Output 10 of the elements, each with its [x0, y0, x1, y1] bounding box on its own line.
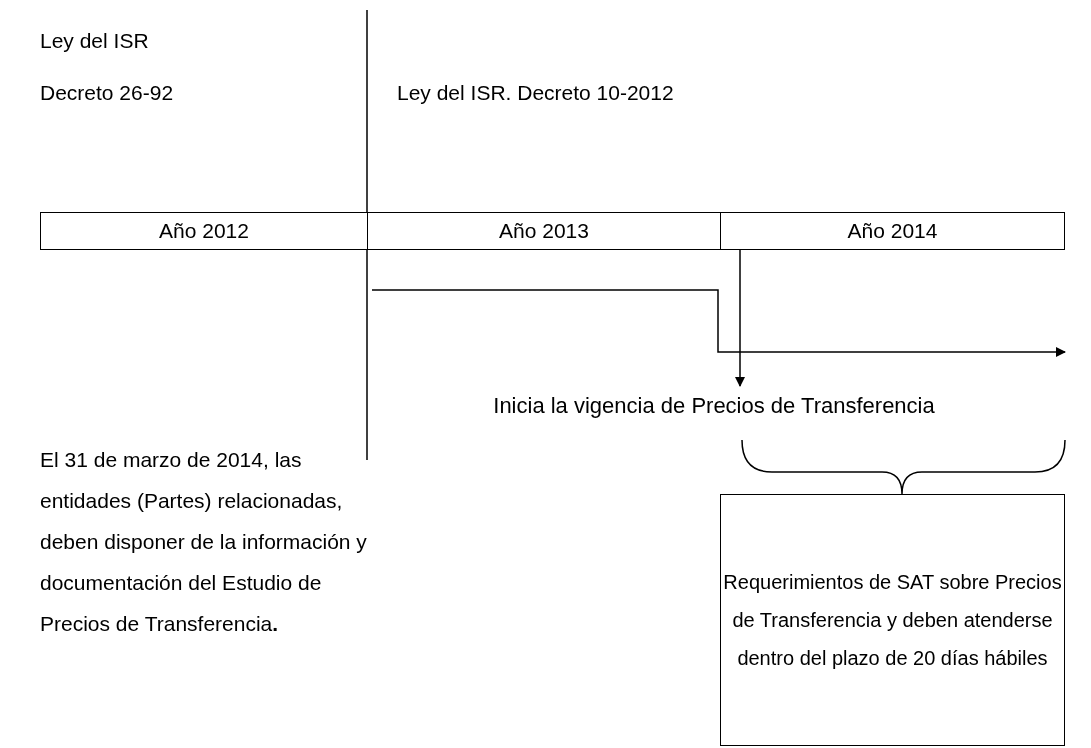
law-label: Ley del ISR [40, 28, 149, 54]
timeline-segment: Año 2013 [367, 212, 721, 250]
note-box: Requerimientos de SAT sobre Precios de Transferencia y deben atenderse dentro del plazo de 20 días hábiles [720, 494, 1065, 746]
event-label: Inicia la vigencia de Precios de Transferencia [378, 388, 1050, 424]
note-text: El 31 de marzo de 2014, las entidades (Partes) relacionadas, deben disponer de la información y documentación del Estudio de Precios de Transferencia. [40, 447, 368, 637]
timeline-segment: Año 2012 [40, 212, 368, 250]
arrow [735, 249, 745, 387]
law-label: Ley del ISR. Decreto 10-2012 [397, 80, 674, 106]
timeline-segment: Año 2014 [720, 212, 1065, 250]
law-label: Decreto 26-92 [40, 80, 174, 106]
